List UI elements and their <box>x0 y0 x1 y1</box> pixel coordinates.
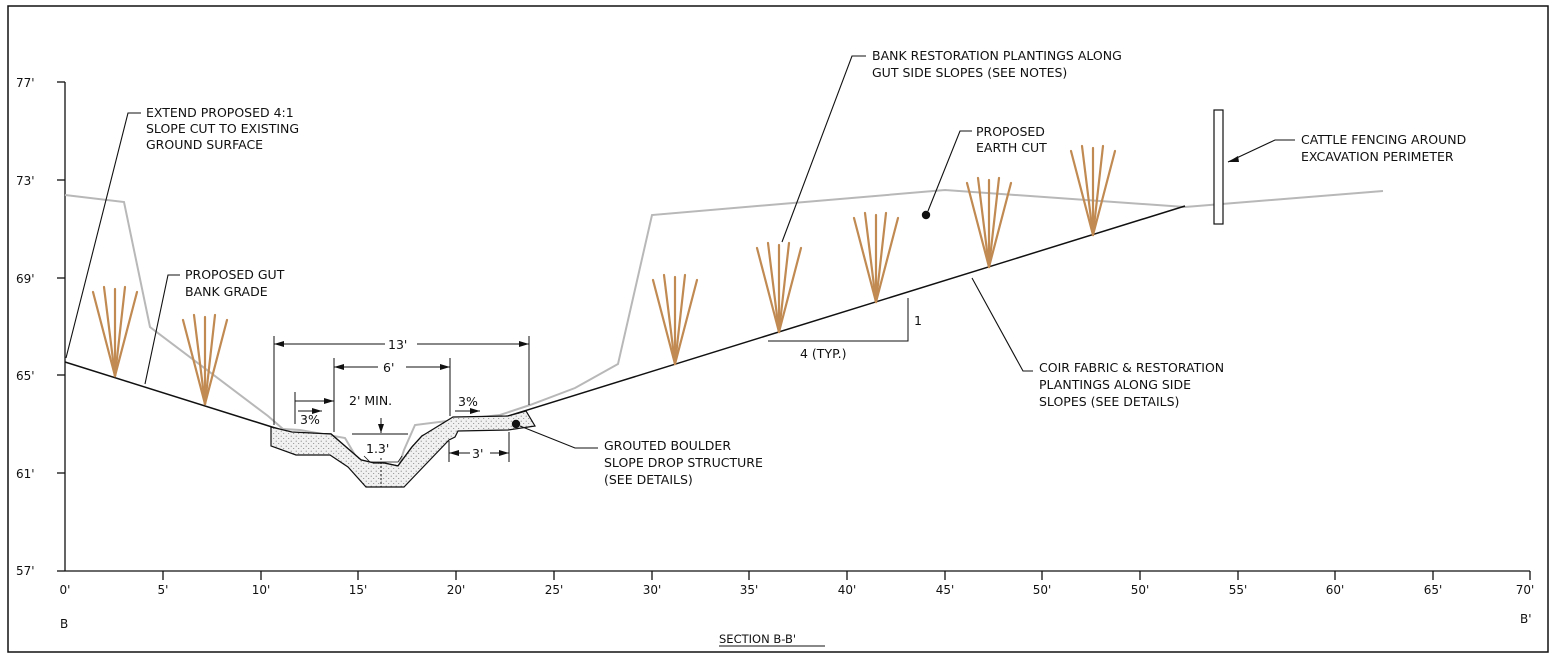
x-tick-label: 35' <box>740 583 759 597</box>
start-marker: B <box>60 617 68 631</box>
callout-earth-cut: PROPOSED EARTH CUT <box>976 124 1047 155</box>
planting-shrub <box>852 211 900 304</box>
low-flow-channel-outline <box>363 455 403 463</box>
leader-earth-cut <box>927 130 972 212</box>
dim-6-label: 6' <box>383 360 394 375</box>
sheet-border <box>7 5 1549 653</box>
callout-line: CATTLE FENCING AROUND <box>1301 132 1466 147</box>
x-tick-label: 65' <box>1424 583 1443 597</box>
x-tick-label: 40' <box>838 583 857 597</box>
callout-line: PROPOSED <box>976 124 1045 139</box>
x-tick-label: 20' <box>447 583 466 597</box>
dim-3pct-right-label: 3% <box>458 394 478 409</box>
callout-line: SLOPE DROP STRUCTURE <box>604 455 763 470</box>
boulder-point <box>511 419 521 429</box>
slope-triangle <box>768 298 909 342</box>
dim-3-label: 3' <box>472 446 483 461</box>
callout-line: GUT SIDE SLOPES (SEE NOTES) <box>872 65 1067 80</box>
x-tick-label: 50' <box>1033 583 1052 597</box>
callout-line: COIR FABRIC & RESTORATION <box>1039 360 1224 375</box>
x-tick-label: 25' <box>545 583 564 597</box>
planting-shrub <box>755 241 803 334</box>
callout-gut-bank: PROPOSED GUT BANK GRADE <box>185 267 285 299</box>
slope-run-label: 4 (TYP.) <box>800 346 847 361</box>
callout-cattle-fencing: CATTLE FENCING AROUND EXCAVATION PERIMET… <box>1301 132 1466 164</box>
leader-grouted-boulder <box>519 425 598 449</box>
slope-rise-label: 1 <box>914 313 922 328</box>
callout-coir-fabric: COIR FABRIC & RESTORATION PLANTINGS ALON… <box>1039 360 1224 409</box>
callout-line: PLANTINGS ALONG SIDE <box>1039 377 1191 392</box>
leader-gut-bank <box>144 274 180 385</box>
planting-shrub <box>91 285 139 378</box>
y-tick-label: 57' <box>16 564 35 578</box>
cattle-fence-post <box>1213 109 1224 225</box>
planting-shrub <box>1069 144 1117 237</box>
callout-line: GROUTED BOULDER <box>604 438 731 453</box>
callout-line: GROUND SURFACE <box>146 137 263 152</box>
callout-grouted-boulder: GROUTED BOULDER SLOPE DROP STRUCTURE (SE… <box>604 438 763 487</box>
callout-line: EARTH CUT <box>976 140 1047 155</box>
y-tick-label: 61' <box>16 467 35 481</box>
x-tick-label: 10' <box>252 583 271 597</box>
leader-cattle-fencing <box>1227 139 1295 163</box>
planting-shrub <box>965 176 1013 269</box>
callout-line: BANK RESTORATION PLANTINGS ALONG <box>872 48 1122 63</box>
callout-line: SLOPE CUT TO EXISTING <box>146 121 299 136</box>
x-tick-label: 15' <box>349 583 368 597</box>
axes <box>57 81 1531 580</box>
x-tick-label: 50' <box>1131 583 1150 597</box>
callout-line: SLOPES (SEE DETAILS) <box>1039 394 1179 409</box>
arrowheads <box>274 156 1239 456</box>
y-tick-label: 65' <box>16 369 35 383</box>
leader-lines <box>65 55 1295 449</box>
callout-line: PROPOSED GUT <box>185 267 285 282</box>
x-tick-label: 45' <box>936 583 955 597</box>
planting-shrub <box>181 313 229 406</box>
callout-line: (SEE DETAILS) <box>604 472 693 487</box>
dim-2-min-label: 2' MIN. <box>349 393 392 408</box>
x-tick-label: 55' <box>1229 583 1248 597</box>
x-tick-label: 30' <box>643 583 662 597</box>
leader-bank-restoration <box>781 55 866 243</box>
planting-shrub <box>651 273 699 366</box>
x-tick-label: 0' <box>60 583 71 597</box>
dim-3pct-left-label: 3% <box>300 412 320 427</box>
callout-extend-slope: EXTEND PROPOSED 4:1 SLOPE CUT TO EXISTIN… <box>146 105 299 152</box>
plantings <box>91 144 1117 406</box>
leader-extend-slope <box>65 112 141 359</box>
y-tick-labels: 77' 73' 69' 65' 61' 57' <box>16 76 35 578</box>
callout-line: EXTEND PROPOSED 4:1 <box>146 105 294 120</box>
callout-bank-restoration: BANK RESTORATION PLANTINGS ALONG GUT SID… <box>872 48 1122 80</box>
dim-13-label: 13' <box>388 337 407 352</box>
existing-ground-line <box>64 188 1384 471</box>
dimension-labels: 13' 6' 3% 3% 2' MIN. 1.3' 3' 1 4 (TYP.) <box>300 313 922 461</box>
callout-line: BANK GRADE <box>185 284 268 299</box>
x-tick-labels: 0' 5' 10' 15' 20' 25' 30' 35' 40' 45' 50… <box>60 583 1535 597</box>
x-tick-label: 5' <box>158 583 169 597</box>
y-tick-label: 73' <box>16 174 35 188</box>
x-tick-label: 70' <box>1516 583 1535 597</box>
earth-cut-point <box>921 210 931 220</box>
dim-depth-label: 1.3' <box>366 441 389 456</box>
y-tick-label: 69' <box>16 272 35 286</box>
grouted-boulder-structure <box>270 410 536 488</box>
x-tick-label: 60' <box>1326 583 1345 597</box>
leader-coir-fabric <box>971 277 1033 372</box>
y-tick-label: 77' <box>16 76 35 90</box>
section-title: SECTION B-B' <box>719 632 796 646</box>
end-marker: B' <box>1520 612 1532 626</box>
callout-line: EXCAVATION PERIMETER <box>1301 149 1454 164</box>
